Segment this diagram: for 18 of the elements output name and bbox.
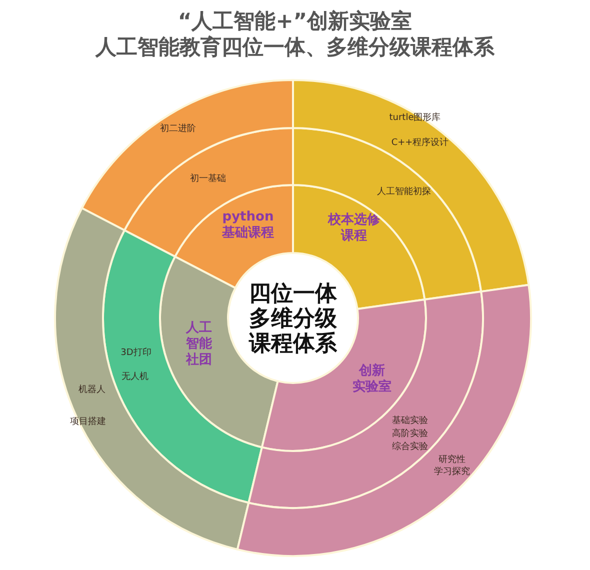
course-label: 项目搭建 <box>70 417 106 428</box>
center-label: 四位一体多维分级课程体系 <box>249 282 337 357</box>
diagram-title: “人工智能+”创新实验室人工智能教育四位一体、多维分级课程体系 <box>94 8 496 60</box>
course-label: turtle图形库 <box>389 113 441 124</box>
course-label: 无人机 <box>122 372 148 382</box>
sector-title: 创新实验室 <box>352 364 392 395</box>
sector-title: 人工智能社团 <box>186 320 212 368</box>
course-label: 综合实验 <box>392 442 428 452</box>
course-label: 初二进阶 <box>160 124 196 134</box>
course-label: C++程序设计 <box>391 138 449 148</box>
course-label: 基础实验 <box>392 416 428 426</box>
course-label: 3D打印 <box>120 348 152 358</box>
course-label: 人工智能初探 <box>377 187 431 198</box>
course-label: 机器人 <box>78 385 106 396</box>
course-label: 研究性学习探究 <box>434 455 470 478</box>
course-label: 初一基础 <box>190 174 226 184</box>
sector-title: python 基础课程 <box>222 210 274 241</box>
course-label: 高阶实验 <box>392 429 428 440</box>
